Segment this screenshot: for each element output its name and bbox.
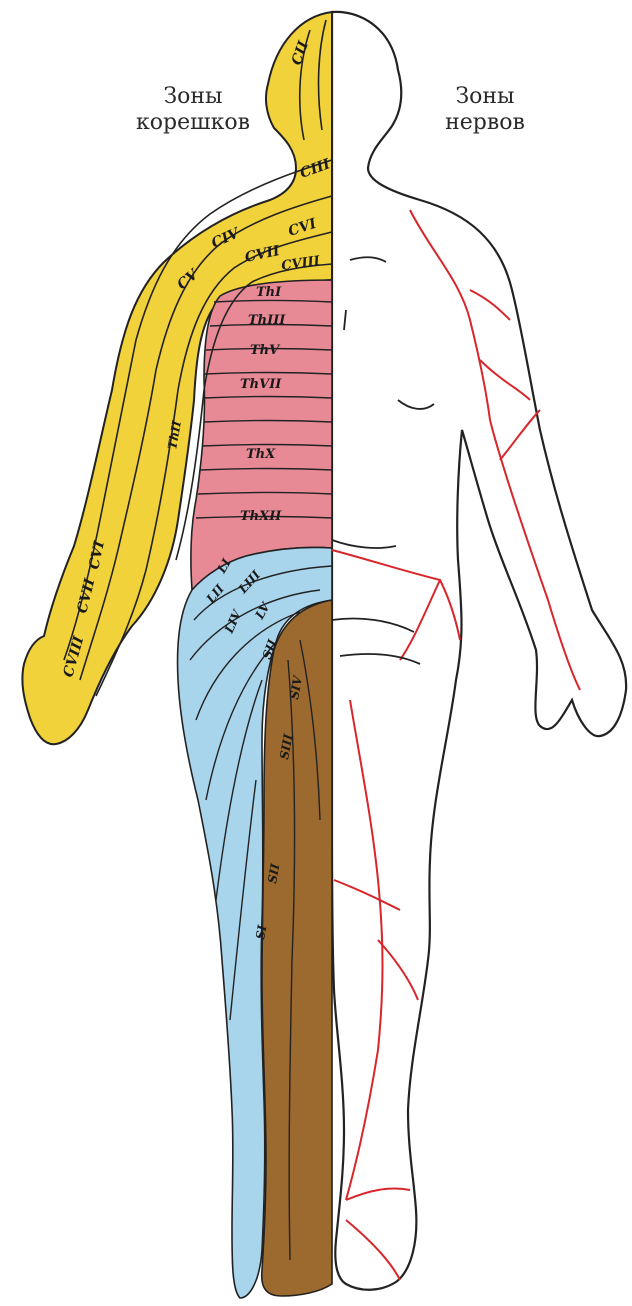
caption-nerve-zones-line2: нервов — [430, 110, 540, 136]
label-thxii: ThXII — [240, 509, 282, 524]
label-thvii: ThVII — [240, 377, 282, 392]
caption-root-zones: Зоны корешков — [128, 84, 258, 136]
label-thv: ThV — [250, 343, 281, 358]
caption-root-zones-line2: корешков — [128, 110, 258, 136]
label-si: SI — [253, 924, 269, 941]
right-half-body — [332, 12, 626, 1290]
label-thi: ThI — [256, 285, 282, 300]
label-thx: ThX — [246, 447, 276, 462]
caption-nerve-zones-line1: Зоны — [430, 84, 540, 110]
label-thiii: ThIII — [248, 313, 286, 328]
caption-root-zones-line1: Зоны — [128, 84, 258, 110]
caption-nerve-zones: Зоны нервов — [430, 84, 540, 136]
zone-sacral — [262, 600, 332, 1296]
